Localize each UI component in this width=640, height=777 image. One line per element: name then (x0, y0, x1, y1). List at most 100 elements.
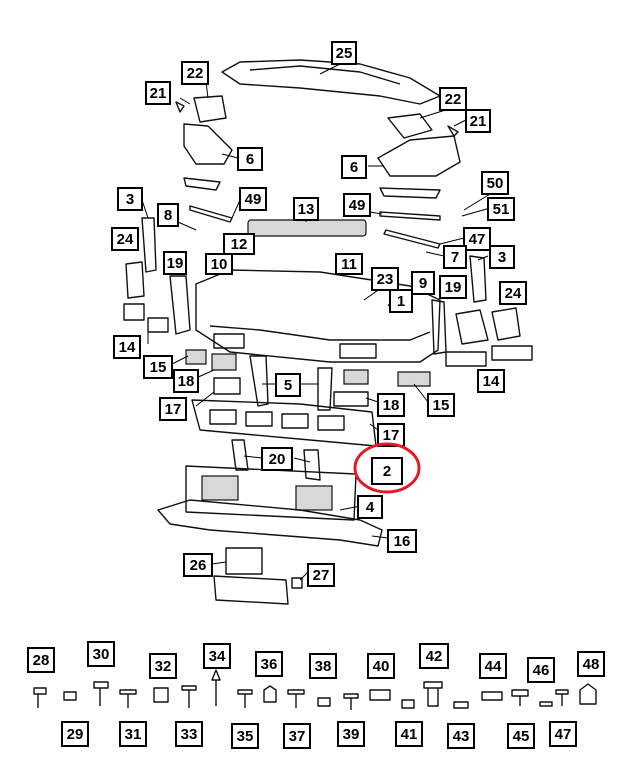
callout-number: 9 (419, 275, 427, 292)
callout-34: 34 (203, 643, 231, 669)
callout-number: 32 (155, 658, 172, 675)
callout-box (309, 653, 337, 679)
callout-9: 9 (411, 271, 435, 295)
callout-box (389, 289, 413, 313)
callout-number: 36 (261, 656, 278, 673)
callout-number: 39 (343, 726, 360, 743)
callout-box (293, 197, 319, 221)
callout-number: 14 (119, 339, 136, 356)
callout-number: 3 (498, 249, 506, 266)
callout-number: 20 (269, 451, 286, 468)
callout-box (173, 369, 199, 393)
callout-19: 19 (163, 251, 187, 275)
callout-44: 44 (479, 653, 507, 679)
callout-box (447, 723, 475, 749)
callout-box (183, 553, 213, 577)
callout-box (61, 721, 89, 747)
callout-7: 7 (443, 245, 467, 269)
callout-box (159, 397, 187, 421)
callout-40: 40 (367, 653, 395, 679)
callout-21: 21 (465, 109, 491, 133)
callout-13: 13 (293, 197, 319, 221)
callout-number: 35 (237, 728, 254, 745)
callout-1: 1 (389, 289, 413, 313)
callout-number: 42 (426, 648, 443, 665)
callout-box (341, 155, 367, 179)
callout-box (261, 447, 293, 471)
callout-box (489, 245, 515, 269)
callout-number: 46 (533, 662, 550, 679)
callout-box (223, 233, 255, 255)
callout-4: 4 (357, 495, 383, 519)
callout-number: 47 (555, 726, 572, 743)
callout-box (439, 275, 467, 299)
callout-47: 47 (549, 721, 577, 747)
callout-number: 8 (164, 207, 172, 224)
callout-box (87, 641, 115, 667)
callout-box (527, 657, 555, 683)
callout-number: 24 (505, 285, 522, 302)
hardware-fasteners (33, 669, 597, 710)
callout-number: 2 (383, 463, 391, 480)
callout-51: 51 (487, 197, 515, 221)
callout-10: 10 (205, 253, 233, 275)
callout-15: 15 (143, 355, 173, 379)
callout-number: 6 (350, 159, 358, 176)
callout-11: 11 (335, 253, 363, 275)
part-bracket-right (387, 113, 433, 139)
callout-45: 45 (507, 723, 535, 749)
callout-box (205, 253, 233, 275)
callout-28: 28 (27, 647, 55, 673)
callout-box (119, 721, 147, 747)
callout-39: 39 (337, 721, 365, 747)
callout-35: 35 (231, 723, 259, 749)
callout-box (377, 423, 405, 447)
callout-number: 47 (469, 231, 486, 248)
part-air-dam (157, 499, 383, 547)
callout-33: 33 (175, 721, 203, 747)
callout-box (367, 653, 395, 679)
callout-number: 31 (125, 726, 142, 743)
callout-number: 30 (93, 646, 110, 663)
callout-number: 22 (445, 91, 462, 108)
callout-box (143, 355, 173, 379)
callout-26: 26 (183, 553, 213, 577)
part-license-bracket (225, 547, 263, 575)
callout-number: 10 (211, 256, 228, 273)
callout-box (371, 267, 399, 291)
callout-box (481, 171, 509, 195)
callout-number: 26 (190, 557, 207, 574)
callout-50: 50 (481, 171, 509, 195)
callout-number: 19 (445, 279, 462, 296)
callout-15: 15 (427, 393, 455, 417)
callout-box (427, 393, 455, 417)
callout-number: 33 (181, 726, 198, 743)
callout-18: 18 (173, 369, 199, 393)
callout-37: 37 (283, 723, 311, 749)
callout-number: 7 (451, 249, 459, 266)
callout-30: 30 (87, 641, 115, 667)
callout-number: 14 (483, 373, 500, 390)
callout-number: 12 (231, 236, 248, 253)
callout-number: 27 (313, 567, 330, 584)
callout-14: 14 (477, 369, 505, 393)
callout-box (479, 653, 507, 679)
part-bracket-left (193, 95, 227, 123)
callout-number: 11 (341, 256, 357, 273)
callout-number: 44 (485, 658, 502, 675)
part-lamp-right (377, 135, 461, 177)
callout-12: 12 (223, 233, 255, 255)
callout-box (343, 193, 371, 217)
callout-box (487, 197, 515, 221)
callout-number: 17 (383, 427, 400, 444)
callout-box (181, 61, 209, 85)
callout-48: 48 (577, 651, 605, 677)
callout-box (117, 187, 143, 211)
part-mounting-plate (185, 465, 357, 521)
part-front-fascia (195, 269, 441, 363)
callout-box (463, 227, 491, 251)
callout-42: 42 (419, 643, 449, 669)
highlight-circle (353, 442, 421, 494)
